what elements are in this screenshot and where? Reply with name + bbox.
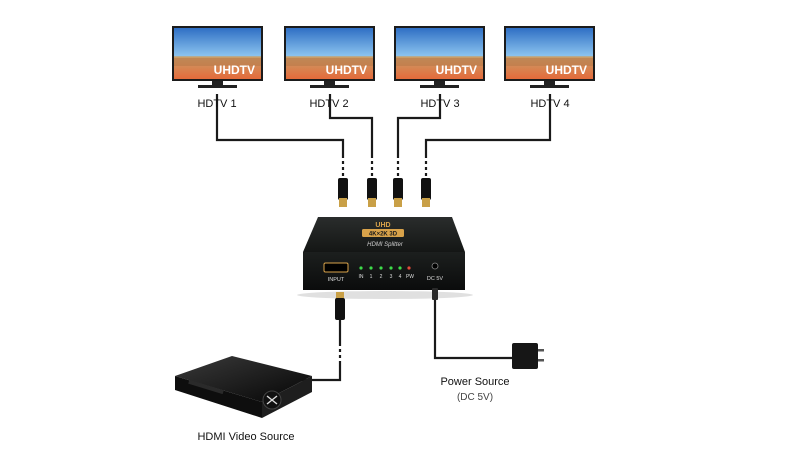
led-label-2: 2 — [380, 274, 383, 280]
led-label-3: 3 — [390, 274, 393, 280]
hdmi-plug-icon — [367, 178, 377, 207]
led-indicator — [379, 266, 383, 270]
hdmi-plug-icon — [393, 178, 403, 207]
hdmi-splitter-device: UHD 4K×2K 3D HDMI Splitter INPUT IN 1 2 … — [297, 217, 473, 299]
hdmi-video-source-label: HDMI Video Source — [197, 431, 294, 443]
led-indicator — [359, 266, 363, 270]
power-source-sublabel: (DC 5V) — [457, 392, 493, 403]
status-leds — [359, 266, 411, 270]
tv-screen-text: UHDTV — [546, 63, 587, 77]
splitter-badge-text: 4K×2K 3D — [369, 232, 398, 238]
output-cable-dashes — [341, 155, 428, 177]
hdtv-1-label: HDTV 1 — [197, 98, 236, 110]
led-indicator — [389, 266, 393, 270]
hdtv-4-label: HDTV 4 — [530, 98, 569, 110]
dc-jack-port — [431, 262, 439, 270]
led-indicator — [407, 266, 411, 270]
input-port-label: INPUT — [328, 277, 345, 283]
input-cable — [290, 292, 345, 382]
hdtv-2-label: HDTV 2 — [309, 98, 348, 110]
dc-port-label: DC 5V — [427, 276, 444, 282]
splitter-top-text: UHD — [375, 222, 390, 229]
cable-hdtv-3 — [396, 94, 442, 155]
hdmi-plug-icon — [421, 178, 431, 207]
led-label-1: 1 — [370, 274, 373, 280]
dc-plug-icon — [432, 288, 438, 300]
cable-hdtv-2 — [328, 94, 374, 155]
hdmi-plug-icon — [338, 178, 348, 207]
tv-hdtv-1: UHDTV — [172, 26, 263, 88]
splitter-brand-text: HDMI Splitter — [367, 242, 404, 248]
power-adapter-icon — [512, 343, 544, 369]
tv-hdtv-4: UHDTV — [504, 26, 595, 88]
tv-hdtv-3: UHDTV — [394, 26, 485, 88]
power-cable — [432, 288, 544, 369]
cable-hdtv-1 — [215, 94, 345, 155]
hdtv-3-label: HDTV 3 — [420, 98, 459, 110]
splitter-badge — [362, 229, 404, 237]
tv-screen-text: UHDTV — [214, 63, 255, 77]
cable-hdtv-4 — [424, 94, 552, 155]
tv-screen-text: UHDTV — [326, 63, 367, 77]
tv-screen-text: UHDTV — [436, 63, 477, 77]
led-indicator — [398, 266, 402, 270]
power-source-label: Power Source — [440, 376, 509, 388]
led-label-4: 4 — [399, 274, 402, 280]
output-plugs — [338, 178, 431, 207]
led-label-pw: PW — [406, 274, 414, 280]
player-control-icon — [266, 395, 278, 405]
led-label-in: IN — [359, 274, 364, 280]
hdmi-plug-icon — [335, 292, 345, 320]
hdmi-input-port — [323, 262, 349, 273]
led-indicator — [369, 266, 373, 270]
hdmi-video-source-device — [175, 356, 312, 418]
output-cables — [215, 94, 552, 155]
tv-hdtv-2: UHDTV — [284, 26, 375, 88]
